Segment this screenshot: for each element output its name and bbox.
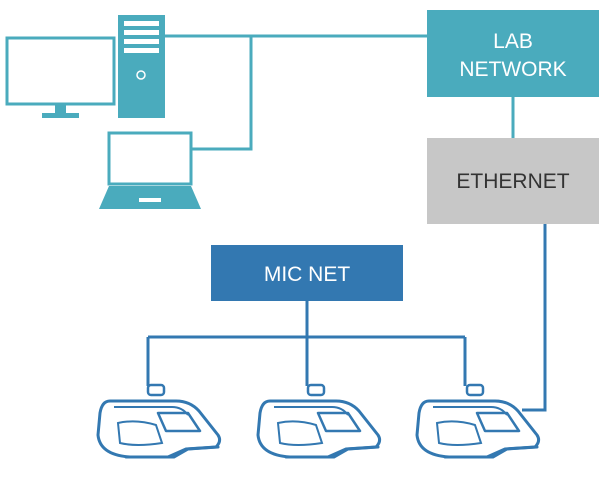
teal-connections (165, 34, 515, 151)
tower-pc-icon (118, 15, 165, 118)
desktop-monitor-icon (5, 36, 116, 118)
lab-network-label-line2: NETWORK (459, 58, 566, 81)
mic-instrument-icon (256, 383, 382, 459)
mic-instrument-icon (96, 383, 222, 459)
blue-connections (146, 224, 547, 412)
mic-instrument-icon (415, 383, 541, 459)
lab-network-box: LAB NETWORK (427, 10, 599, 97)
mic-net-label: MIC NET (264, 263, 351, 286)
laptop-to-lab-line (191, 36, 253, 151)
ethernet-label: ETHERNET (456, 170, 569, 193)
lab-network-label-line1: LAB (493, 30, 533, 53)
laptop-icon (99, 131, 201, 209)
ethernet-to-mic-line (522, 224, 547, 412)
ethernet-box: ETHERNET (427, 138, 599, 224)
mic-net-box: MIC NET (211, 245, 403, 301)
